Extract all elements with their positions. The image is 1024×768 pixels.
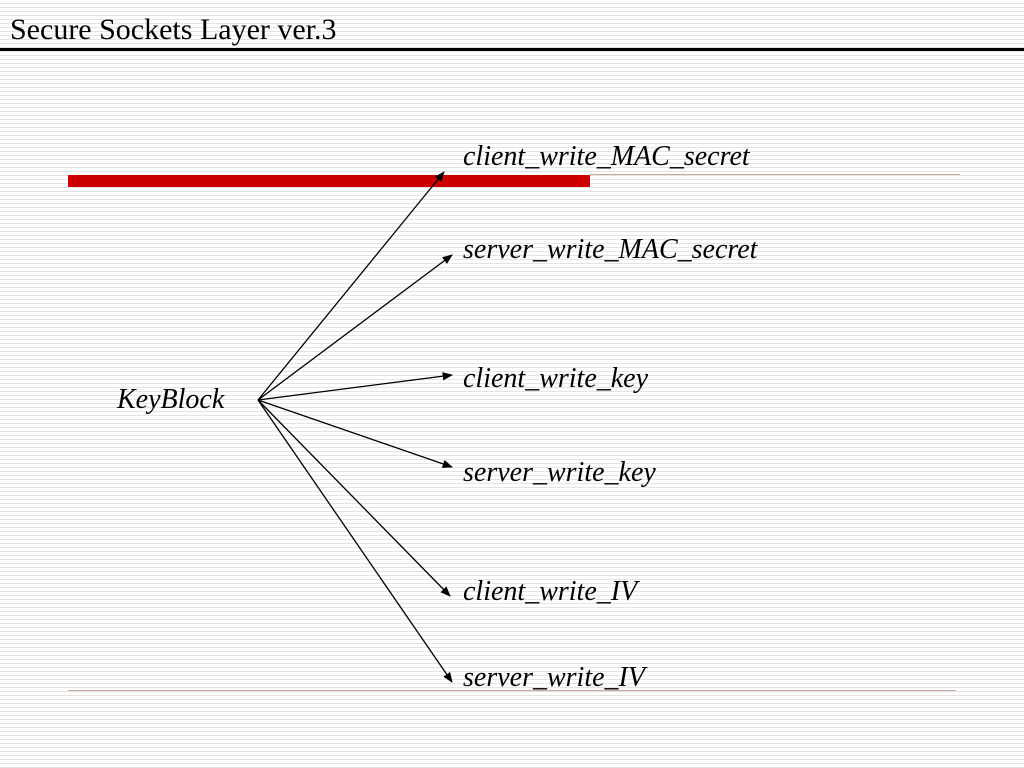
arrow-to-server-write-iv	[257, 399, 453, 683]
server-write-mac-secret-label: server_write_MAC_secret	[463, 234, 758, 265]
arrow-to-client-write-key	[257, 372, 454, 401]
red-accent-bar	[68, 175, 590, 187]
title-underline	[0, 48, 1024, 51]
arrow-to-client-write-iv	[257, 399, 451, 597]
client-write-key-label: client_write_key	[463, 363, 649, 394]
server-write-key-label: server_write_key	[463, 457, 656, 488]
keyblock-label: KeyBlock	[117, 384, 225, 415]
server-write-iv-label: server_write_IV	[463, 662, 645, 693]
thin-divider-bottom	[68, 690, 956, 691]
arrow-to-server-write-key	[257, 399, 453, 468]
client-write-iv-label: client_write_IV	[463, 576, 638, 607]
arrow-to-server-write-mac-secret	[257, 254, 453, 401]
slide-title: Secure Sockets Layer ver.3	[10, 13, 337, 46]
client-write-mac-secret-label: client_write_MAC_secret	[463, 141, 750, 172]
thin-divider-top	[590, 174, 960, 175]
arrow-to-client-write-mac-secret	[257, 171, 445, 401]
